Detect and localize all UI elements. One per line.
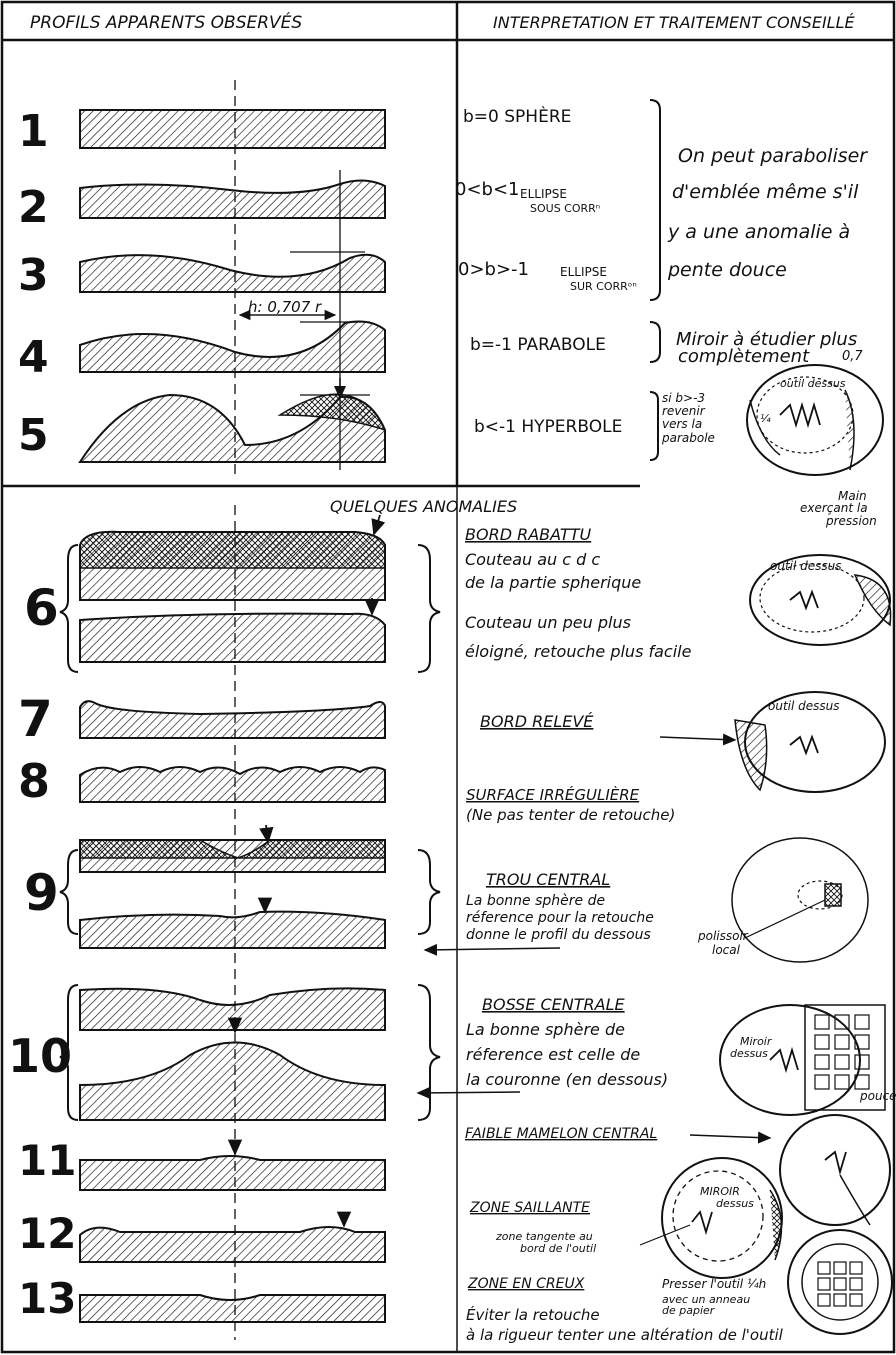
- profile-numbers: 1 2 3 4 5 6 7 8 9 10 11 12 13: [8, 106, 76, 1323]
- hyperbole-note-3: vers la: [662, 417, 702, 431]
- b-hyperbole: b<-1 HYPERBOLE: [474, 417, 622, 437]
- right-header: INTERPRETATION ET TRAITEMENT CONSEILLÉ: [493, 13, 855, 32]
- illustration-zone-en-creux: [788, 1230, 892, 1334]
- b-ellipse-sous: 0<b<1: [455, 179, 520, 200]
- b-parabole: b=-1 PARABOLE: [470, 335, 606, 355]
- profile-6a-correction: [80, 532, 385, 568]
- trou-central-line-1: La bonne sphère de: [466, 893, 605, 909]
- sur-corr-label: SUR CORRᵒⁿ: [570, 280, 637, 293]
- illustration-bord-rabattu: outil dessus: [750, 555, 891, 645]
- illustration-trou-central: [732, 838, 868, 962]
- zone-saillante: ZONE SAILLANTE: [469, 1200, 590, 1216]
- anomalies-title: QUELQUES ANOMALIES: [330, 497, 517, 516]
- illustration-bord-releve: outil dessus: [735, 692, 885, 792]
- bord-releve: BORD RELEVÉ: [480, 712, 594, 731]
- profile-number-6: 6: [24, 579, 59, 637]
- trou-central-line-3: donne le profil du dessous: [466, 927, 651, 943]
- surface-irreguliere: SURFACE IRRÉGULIÈRE: [466, 785, 640, 804]
- parabolize-line-4: pente douce: [667, 259, 787, 281]
- profile-number-7: 7: [18, 690, 53, 748]
- interpretation: b=0 SPHÈRE 0<b<1 ELLIPSE SOUS CORRⁿ 0>b>…: [455, 100, 868, 460]
- tool-fraction: ¼: [760, 412, 771, 425]
- hyperbole-note-2: revenir: [662, 404, 706, 418]
- profile-3: [80, 255, 385, 292]
- left-header: PROFILS APPARENTS OBSERVÉS: [30, 11, 302, 33]
- study-line-2: complètement: [678, 346, 810, 367]
- profile-number-3: 3: [18, 250, 49, 301]
- bosse-centrale: BOSSE CENTRALE: [482, 995, 626, 1014]
- profile-1: [80, 110, 385, 148]
- profile-10a: [80, 988, 385, 1030]
- hand-label-3: pression: [825, 514, 877, 528]
- trou-central-line-2: réference pour la retouche: [466, 910, 654, 926]
- miroir-dessus-2b: dessus: [716, 1197, 754, 1210]
- profile-number-5: 5: [18, 410, 49, 461]
- outil-dessus-label-1: outil dessus: [770, 559, 842, 573]
- profile-11: [80, 1156, 385, 1190]
- bord-rabattu-line-4: éloigné, retouche plus facile: [465, 642, 692, 661]
- profiles: [80, 110, 385, 1322]
- ellipse-sur-label: ELLIPSE: [560, 265, 607, 279]
- b-sphere: b=0 SPHÈRE: [463, 105, 571, 127]
- profile-2: [80, 180, 385, 218]
- parabolize-line-2: d'emblée même s'il: [672, 181, 859, 203]
- hand-label-2: exerçant la: [800, 501, 868, 515]
- profile-9b: [80, 912, 385, 948]
- profile-6b: [80, 614, 385, 662]
- zone-en-creux: ZONE EN CREUX: [467, 1276, 585, 1292]
- profile-number-12: 12: [18, 1209, 76, 1258]
- zone-tangente-2: bord de l'outil: [520, 1242, 596, 1255]
- profile-10b: [80, 1043, 385, 1121]
- tool-top-label: outil dessus: [780, 377, 846, 390]
- profile-number-2: 2: [18, 182, 49, 233]
- illustration-zone-saillante: MIROIR dessus: [640, 1158, 782, 1278]
- presser-outil: Presser l'outil ¼h: [662, 1277, 766, 1291]
- eviter-retouche: Éviter la retouche: [466, 1305, 600, 1324]
- profile-8: [80, 767, 385, 802]
- surface-irreguliere-note: (Ne pas tenter de retouche): [466, 806, 675, 824]
- trou-central: TROU CENTRAL: [486, 870, 610, 889]
- outil-dessus-label-2: outil dessus: [768, 699, 840, 713]
- anomalies-text: BORD RABATTU Couteau au c d c de la part…: [418, 525, 784, 1344]
- parabolize-line-1: On peut paraboliser: [678, 145, 868, 167]
- profile-12: [80, 1227, 385, 1262]
- profile-number-11: 11: [18, 1136, 76, 1185]
- profile-number-9: 9: [24, 864, 59, 922]
- profile-number-4: 4: [18, 332, 49, 383]
- hyperbole-note-1: si b>-3: [662, 391, 705, 405]
- anneau-line-2: de papier: [662, 1304, 716, 1317]
- b-ellipse-sur: 0>b>-1: [458, 259, 529, 280]
- parabolize-line-3: y a une anomalie à: [667, 221, 850, 243]
- profile-number-13: 13: [18, 1274, 76, 1323]
- bord-rabattu-line-3: Couteau un peu plus: [465, 613, 631, 632]
- illustration-hyperbole-tool: outil dessus ¼ Main exerçant la pression: [747, 365, 883, 528]
- bosse-centrale-line-3: la couronne (en dessous): [466, 1070, 668, 1089]
- measure-label: h: 0,707 r: [248, 298, 322, 316]
- profile-number-1: 1: [18, 106, 49, 157]
- study-value: 0,7: [842, 349, 863, 364]
- bosse-centrale-line-2: réference est celle de: [466, 1045, 640, 1064]
- profile-7: [80, 701, 385, 738]
- sous-corr-label: SOUS CORRⁿ: [530, 202, 600, 215]
- pouce-label: pouce: [859, 1089, 896, 1103]
- profile-4: [80, 322, 385, 372]
- hyperbole-note-4: parabole: [661, 431, 715, 445]
- faible-mamelon: FAIBLE MAMELON CENTRAL: [465, 1126, 657, 1142]
- profile-13: [80, 1295, 385, 1322]
- polissoir-label-2: local: [712, 943, 741, 957]
- miroir-dessus-2: dessus: [730, 1047, 768, 1060]
- bosse-centrale-line-1: La bonne sphère de: [466, 1020, 625, 1039]
- ellipse-sous-label: ELLIPSE: [520, 187, 567, 201]
- bord-rabattu-line-2: de la partie spherique: [465, 573, 641, 592]
- bord-rabattu: BORD RABATTU: [465, 525, 591, 544]
- bord-rabattu-line-1: Couteau au c d c: [465, 550, 600, 569]
- profile-number-8: 8: [18, 754, 50, 808]
- a-la-rigueur: à la rigueur tenter une altération de l'…: [466, 1326, 784, 1344]
